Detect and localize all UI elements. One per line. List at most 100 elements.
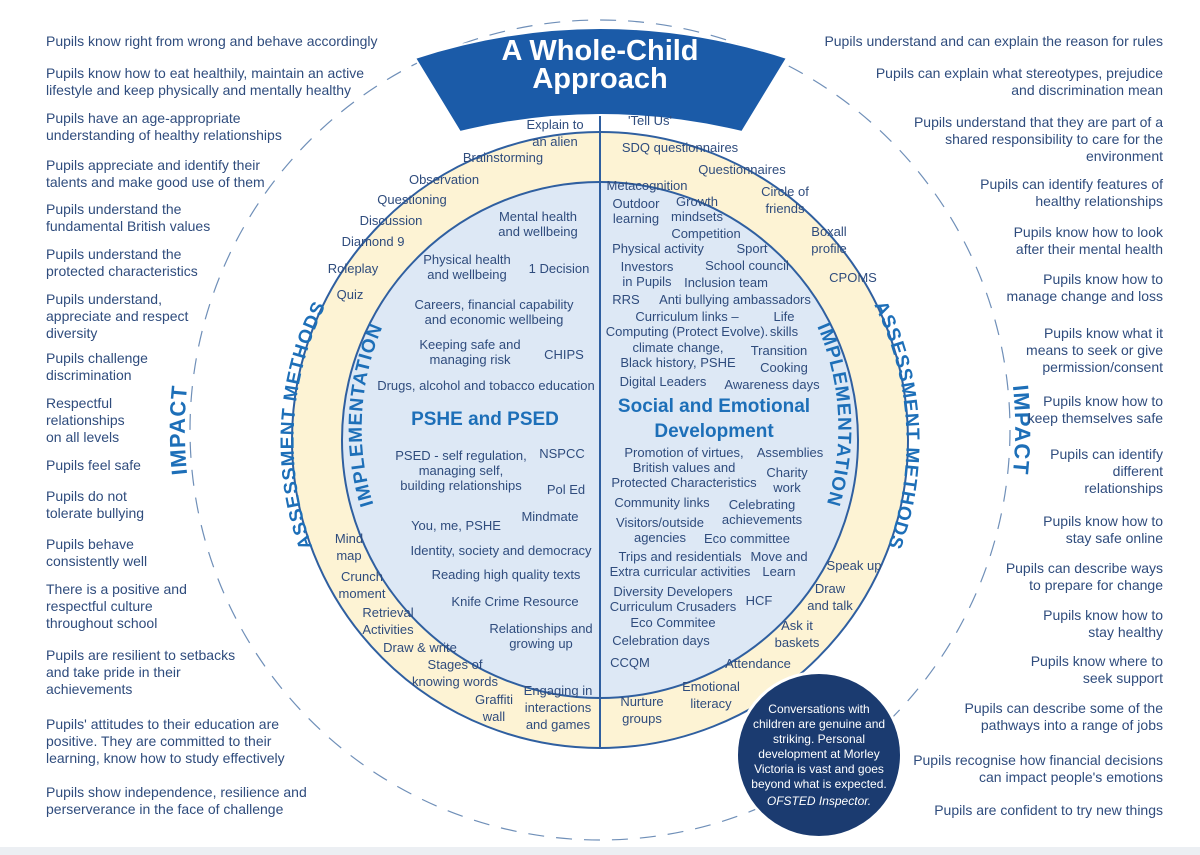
assessment-right-item: Speak up [827, 558, 882, 573]
pshe-items-item: Identity, society and democracy [410, 543, 592, 558]
sed-title-line1: Social and Emotional [618, 396, 810, 417]
sed-items-item: CCQM [610, 655, 650, 670]
assessment-right-item: Attendance [725, 656, 791, 671]
impact-right-item: Pupils understand that they are part of … [913, 114, 1163, 164]
impact-left-item: Pupils' attitudes to their education are… [46, 716, 285, 766]
impact-left-item: Pupils challenge discrimination [46, 350, 148, 383]
pshe-items-item: NSPCC [539, 446, 585, 461]
impact-right-item: Pupils know how to look after their ment… [1013, 224, 1163, 257]
impact-dashed-ring [189, 19, 1011, 841]
impact-right-item: Pupils can explain what stereotypes, pre… [875, 65, 1163, 98]
impact-left-item: Pupils know how to eat healthily, mainta… [46, 65, 365, 98]
assessment-right-item: 'Tell Us' [628, 113, 672, 128]
sed-items-item: Physical activity [612, 241, 704, 256]
assessment-left-item: Roleplay [328, 261, 379, 276]
assessment-left-item: Quiz [337, 287, 364, 302]
assessment-left-item: Draw & write [383, 640, 457, 655]
sed-items-item: HCF [746, 593, 773, 608]
impact-left-item: Pupils understand the protected characte… [46, 246, 198, 279]
assessment-right-item: Questionnaires [698, 162, 786, 177]
pshe-items-item: CHIPS [544, 347, 584, 362]
pshe-items-item: PSED - self regulation,managing self,bui… [395, 448, 527, 493]
impact-right-item: Pupils know what it means to seek or giv… [1026, 325, 1163, 375]
impact-left-item: There is a positive and respectful cultu… [46, 581, 187, 631]
impact-left-item: Pupils show independence, resilience and… [46, 784, 307, 817]
impact-right-item: Pupils know how to manage change and los… [1006, 271, 1163, 304]
sed-items-item: Competition [671, 226, 740, 241]
assessment-left-item: Brainstorming [463, 150, 543, 165]
pshe-items-item: Drugs, alcohol and tobacco education [377, 378, 595, 393]
sed-items-item: Anti bullying ambassadors [659, 292, 811, 307]
quote-text: Conversations with children are genuine … [751, 701, 887, 791]
sed-items-item: School council [705, 258, 789, 273]
impact-label-left: IMPACT [165, 384, 192, 476]
sed-items-item: Eco committee [704, 531, 790, 546]
sed-items-item: Inclusion team [684, 275, 768, 290]
sed-items-item: Curriculum links –Computing (Protect Evo… [606, 309, 769, 339]
pshe-items-item: Pol Ed [547, 482, 585, 497]
impact-right-item: Pupils are confident to try new things [934, 802, 1163, 818]
footer-strip [0, 847, 1200, 855]
sed-items-item: Community links [614, 495, 710, 510]
sed-items-item: Eco Commitee [630, 615, 715, 630]
impact-left-item: Pupils behave consistently well [46, 536, 148, 569]
impact-right-item: Pupils can describe ways to prepare for … [1005, 560, 1163, 593]
pshe-items-item: Mindmate [521, 509, 578, 524]
assessment-left-item: Discussion [360, 213, 423, 228]
title-banner [413, 27, 789, 134]
title-line1: A Whole-Child [501, 35, 698, 67]
impact-left-item: Pupils do not tolerate bullying [46, 488, 145, 521]
pshe-items-item: You, me, PSHE [411, 518, 501, 533]
impact-label-right: IMPACT [1008, 384, 1035, 476]
impact-right-item: Pupils know where to seek support [1030, 653, 1163, 686]
impact-right-item: Pupils understand and can explain the re… [824, 33, 1163, 49]
sed-items-item: Metacognition [607, 178, 688, 193]
impact-left-item: Pupils have an age-appropriate understan… [46, 110, 282, 143]
impact-right-item: Pupils know how to stay healthy [1043, 607, 1163, 640]
impact-right-item: Pupils can describe some of the pathways… [964, 700, 1163, 733]
pshe-items-item: Knife Crime Resource [451, 594, 578, 609]
sed-items-item: Cooking [760, 360, 808, 375]
impact-left-item: Pupils feel safe [46, 457, 141, 473]
impact-left-item: Respectful relationships on all levels [46, 395, 125, 445]
sed-items-item: Digital Leaders [620, 374, 707, 389]
impact-right-item: Pupils know how to keep themselves safe [1027, 393, 1163, 426]
sed-title-line2: Development [654, 421, 774, 442]
sed-items-item: Assemblies [757, 445, 824, 460]
sed-items-item: Awareness days [724, 377, 820, 392]
sed-items-item: RRS [612, 292, 640, 307]
pshe-title: PSHE and PSED [411, 409, 559, 430]
impact-left-item: Pupils are resilient to setbacks and tak… [46, 647, 236, 697]
impact-left-item: Pupils understand the fundamental Britis… [46, 201, 211, 234]
pshe-items-item: 1 Decision [529, 261, 590, 276]
impact-left-item: Pupils understand, appreciate and respec… [46, 291, 189, 341]
